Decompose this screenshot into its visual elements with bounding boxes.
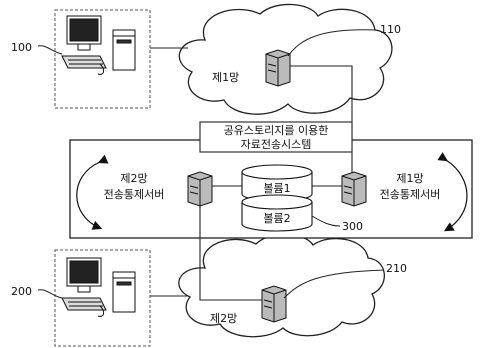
computer-top-ref-label: 100 [11, 41, 32, 54]
network2-label: 제2망 [210, 312, 237, 325]
server-top-icon [265, 49, 291, 87]
server-top-ref-label: 110 [380, 23, 401, 36]
reference-leaders [37, 29, 385, 299]
server-bottom-ref-label: 210 [386, 262, 407, 275]
volumes-ref-label: 300 [342, 220, 363, 233]
computer-bottom-ref-label: 200 [11, 285, 32, 298]
left-curved-arrow [76, 154, 109, 230]
system-title-line1: 공유스토리지를 이용한 [224, 124, 329, 137]
computer-bottom-frame [54, 249, 151, 347]
right-server-label-line1: 제1망 [396, 172, 423, 185]
left-server-label-line1: 제2망 [120, 172, 147, 185]
computer-top-frame [54, 9, 151, 109]
server-bottom-icon [261, 285, 287, 323]
right-server-label-line2: 전송통제서버 [380, 188, 441, 201]
volume2-cylinder [241, 194, 313, 232]
system-title-line2: 자료전송시스템 [241, 138, 312, 151]
computer-bottom-icon [61, 257, 136, 317]
network1-label: 제1망 [212, 71, 239, 84]
left-server-label-line2: 전송통제서버 [104, 188, 165, 201]
volume1-label: 볼륨1 [263, 182, 290, 195]
server-left-icon [187, 171, 213, 207]
volume2-label: 볼륨2 [263, 212, 290, 225]
computer-top-icon [61, 15, 136, 75]
server-right-icon [341, 171, 367, 207]
system-title-box [199, 121, 353, 153]
right-curved-arrow [437, 152, 468, 232]
